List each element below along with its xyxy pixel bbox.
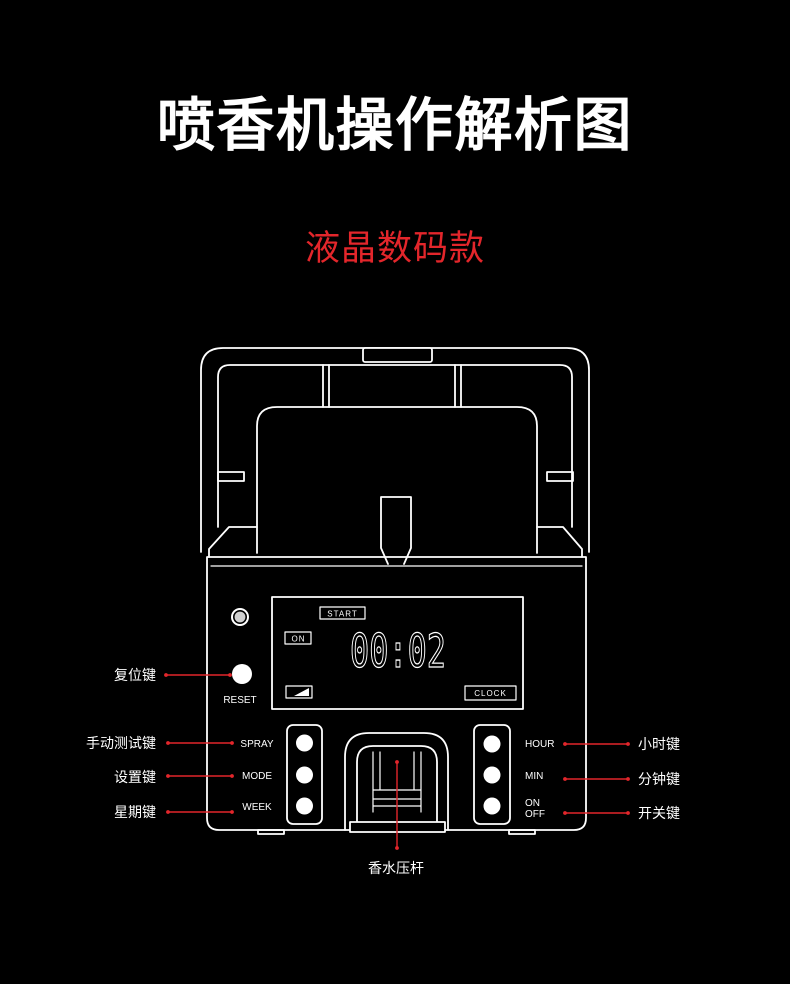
min-label: MIN	[525, 771, 543, 782]
mode-label: MODE	[242, 771, 272, 782]
callout-press-rod	[395, 760, 399, 850]
callout-hour-label: 小时键	[638, 737, 680, 753]
press-rod-outer	[344, 732, 449, 831]
hour-button	[483, 735, 501, 753]
reset-label: RESET	[223, 695, 256, 706]
handle-connectors	[322, 364, 462, 408]
lcd-frame	[271, 596, 524, 710]
onoff-button	[483, 797, 501, 815]
left-side-slot	[217, 471, 245, 482]
right-side-slot	[546, 471, 574, 482]
right-panel-frame	[473, 724, 511, 825]
handle-frame	[200, 347, 590, 553]
callout-min	[563, 777, 630, 781]
sensor-icon	[231, 608, 249, 626]
right-shoulder	[536, 526, 583, 558]
callout-week-label: 星期键	[114, 805, 156, 821]
spray-button	[296, 734, 313, 752]
onoff-label-line2: OFF	[525, 809, 545, 820]
callout-mode-label: 设置键	[114, 770, 156, 786]
callout-mode	[166, 774, 234, 778]
model-subtitle: 液晶数码款	[304, 229, 485, 269]
lcd-clock-box	[464, 685, 517, 701]
back-plate	[208, 406, 583, 565]
body-outline	[206, 556, 587, 831]
left-button-panel	[286, 724, 323, 825]
reset-button	[232, 664, 252, 684]
callout-reset	[164, 673, 232, 677]
battery-icon	[285, 685, 313, 699]
callout-reset-label: 复位键	[114, 667, 156, 684]
back-plate-outline	[256, 406, 538, 554]
right-foot	[508, 829, 536, 835]
week-button	[296, 797, 313, 815]
lcd-clock-label: CLOCK	[474, 689, 507, 698]
handle-outer-outline	[200, 347, 590, 553]
handle-inner-outline	[217, 364, 573, 528]
callout-spray	[166, 741, 234, 745]
callout-onoff	[563, 811, 630, 815]
lcd-start-label: START	[327, 609, 357, 618]
left-panel-frame	[286, 724, 323, 825]
hour-label: HOUR	[525, 739, 554, 750]
callout-press-rod-label: 香水压杆	[368, 861, 424, 877]
callout-spray-label: 手动测试键	[86, 736, 156, 752]
onoff-label-line1: ON	[525, 798, 540, 809]
lcd-time-display: 00:02	[350, 624, 446, 678]
right-button-panel	[473, 724, 511, 825]
week-label: WEEK	[242, 802, 272, 813]
callout-week	[166, 810, 234, 814]
lcd-on-box	[284, 631, 312, 645]
left-shoulder	[208, 526, 258, 558]
left-foot	[257, 829, 285, 835]
callout-onoff-label: 开关键	[638, 806, 680, 822]
lcd-on-label: ON	[292, 634, 306, 643]
press-rod-inner	[356, 745, 438, 823]
handle-top-tab	[362, 347, 433, 363]
spray-label: SPRAY	[240, 739, 273, 750]
callout-min-label: 分钟键	[638, 771, 680, 788]
page-title: 喷香机操作解析图	[156, 91, 633, 159]
min-button	[483, 766, 501, 784]
mode-button	[296, 766, 313, 784]
device-body	[206, 556, 587, 835]
lcd-screen: START ON 00:02 CLOCK	[271, 596, 524, 710]
lcd-start-box	[319, 606, 366, 620]
callout-hour	[563, 742, 630, 746]
nozzle-stem	[380, 496, 412, 565]
